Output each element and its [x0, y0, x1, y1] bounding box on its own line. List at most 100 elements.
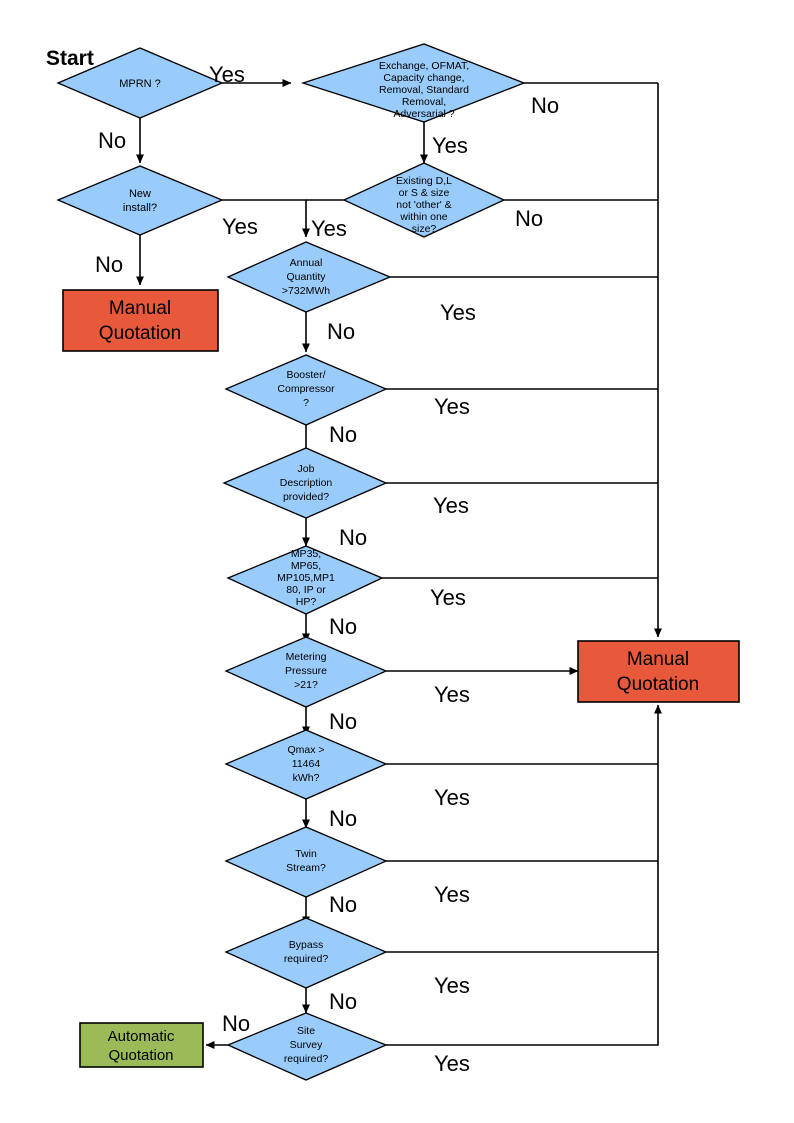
connectors: [136, 79, 662, 1049]
decision-label-l1: Site: [297, 1025, 315, 1037]
terminal-label-l2: Quotation: [99, 323, 181, 344]
label-mprn-no: No: [98, 128, 126, 153]
terminal-label-l1: Manual: [627, 649, 689, 670]
decision-label-l2: Description: [280, 477, 333, 489]
terminal-label-l1: Automatic: [108, 1028, 175, 1045]
decision-label-l3: >732MWh: [282, 285, 330, 297]
label-bypass-no: No: [329, 989, 357, 1014]
decision-label-l5: size?: [412, 223, 437, 235]
decision-shape: [226, 1012, 388, 1081]
terminal-manual-quotation-left[interactable]: Manual Quotation: [62, 289, 219, 352]
decision-shape: [56, 165, 224, 236]
terminal-label-l2: Quotation: [617, 674, 699, 695]
decision-label-l1: Annual: [290, 257, 323, 269]
label-survey-no: No: [222, 1011, 250, 1036]
label-exchange-yes: Yes: [432, 133, 468, 158]
label-twin-yes: Yes: [434, 882, 470, 907]
decision-label-l4: 80, IP or: [286, 584, 326, 596]
edge-survey-yes: [386, 704, 662, 1046]
decision-job-description[interactable]: Job Description provided?: [222, 447, 388, 519]
decision-label-l3: required?: [284, 1053, 329, 1065]
decision-label-l3: provided?: [283, 491, 329, 503]
label-mprange-no: No: [329, 614, 357, 639]
decision-label-l2: Quantity: [286, 271, 326, 283]
start-label: Start: [46, 47, 94, 70]
edge-labels: Start Yes No No Yes Yes No Yes No Yes No…: [46, 47, 559, 1076]
decision-shape: [300, 43, 526, 123]
label-booster-yes: Yes: [434, 394, 470, 419]
label-annual-yes: Yes: [440, 300, 476, 325]
decision-annual-quantity[interactable]: Annual Quantity >732MWh: [226, 241, 392, 313]
terminal-shape: [577, 640, 740, 703]
label-metering-yes: Yes: [434, 682, 470, 707]
decision-label-l1: Exchange, OFMAT,: [379, 60, 469, 72]
decision-existing-dls[interactable]: Existing D,L or S & size not 'other' & w…: [342, 162, 506, 238]
decision-label-l2: Compressor: [277, 383, 335, 395]
decision-shape: [224, 354, 388, 426]
label-survey-yes: Yes: [434, 1051, 470, 1076]
label-jobdesc-yes: Yes: [433, 493, 469, 518]
label-qmax-yes: Yes: [434, 785, 470, 810]
decision-label-l1: Bypass: [289, 939, 323, 951]
decision-label-l1: MP35,: [291, 548, 321, 560]
decision-label-l1: Qmax >: [287, 744, 324, 756]
label-mprn-yes: Yes: [209, 62, 245, 87]
decision-label-l2: required?: [284, 953, 329, 965]
decision-label-l1: Job: [298, 463, 315, 475]
decision-metering-pressure[interactable]: Metering Pressure >21?: [224, 636, 388, 708]
decision-qmax[interactable]: Qmax > 11464 kWh?: [224, 729, 388, 800]
decision-site-survey[interactable]: Site Survey required?: [226, 1012, 388, 1081]
decision-label-l3: not 'other' &: [396, 199, 451, 211]
decision-exchange[interactable]: Exchange, OFMAT, Capacity change, Remova…: [300, 43, 526, 123]
decision-shape: [222, 447, 388, 519]
decision-booster-compressor[interactable]: Booster/ Compressor ?: [224, 354, 388, 426]
decision-shape: [224, 729, 388, 800]
decision-label-l3: >21?: [294, 679, 318, 691]
decision-label-l5: HP?: [296, 596, 317, 608]
label-qmax-no: No: [329, 806, 357, 831]
decision-mprn[interactable]: MPRN ?: [56, 47, 224, 119]
label-existing-no: No: [515, 206, 543, 231]
decision-label-l1: Booster/: [286, 369, 325, 381]
label-newinstall-yes: Yes: [222, 214, 258, 239]
decision-label-l2: Stream?: [286, 862, 326, 874]
label-annual-no: No: [327, 319, 355, 344]
terminal-label-l2: Quotation: [108, 1047, 173, 1064]
decision-label-l2: Survey: [290, 1039, 323, 1051]
decision-label-l1: Existing D,L: [396, 175, 452, 187]
label-booster-no: No: [329, 422, 357, 447]
decision-label-l2: Pressure: [285, 665, 327, 677]
decision-label-l3: ?: [303, 397, 309, 409]
decision-shape: [226, 241, 392, 313]
label-bypass-yes: Yes: [434, 973, 470, 998]
decision-label-l1: Twin: [295, 848, 317, 860]
decision-label-l3: kWh?: [293, 772, 320, 784]
decision-label-l2: or S & size: [399, 187, 450, 199]
decision-label-l3: Removal, Standard: [379, 84, 469, 96]
decision-label-l5: Adversarial ?: [393, 108, 454, 120]
decision-shape: [224, 917, 388, 989]
decision-label-l2: Capacity change,: [383, 72, 464, 84]
label-metering-no: No: [329, 709, 357, 734]
terminal-automatic-quotation[interactable]: Automatic Quotation: [79, 1022, 204, 1068]
decision-bypass[interactable]: Bypass required?: [224, 917, 388, 989]
label-mprange-yes: Yes: [430, 585, 466, 610]
decision-label-l3: MP105,MP1: [277, 572, 335, 584]
label-twin-no: No: [329, 892, 357, 917]
terminal-label-l1: Manual: [109, 298, 171, 319]
decision-twin-stream[interactable]: Twin Stream?: [224, 826, 388, 898]
decision-label-l4: Removal,: [402, 96, 446, 108]
label-newinstall-no: No: [95, 252, 123, 277]
decision-label-l1: New: [129, 188, 151, 200]
terminal-manual-quotation-right[interactable]: Manual Quotation: [577, 640, 740, 703]
decision-new-install[interactable]: New install?: [56, 165, 224, 236]
label-exchange-no: No: [531, 93, 559, 118]
decision-shape: [226, 545, 384, 615]
decision-label-l2: install?: [123, 202, 157, 214]
decision-shape: [342, 162, 506, 238]
decision-mp-range[interactable]: MP35, MP65, MP105,MP1 80, IP or HP?: [226, 545, 384, 615]
terminal-shape: [62, 289, 219, 352]
terminal-shape: [79, 1022, 204, 1068]
